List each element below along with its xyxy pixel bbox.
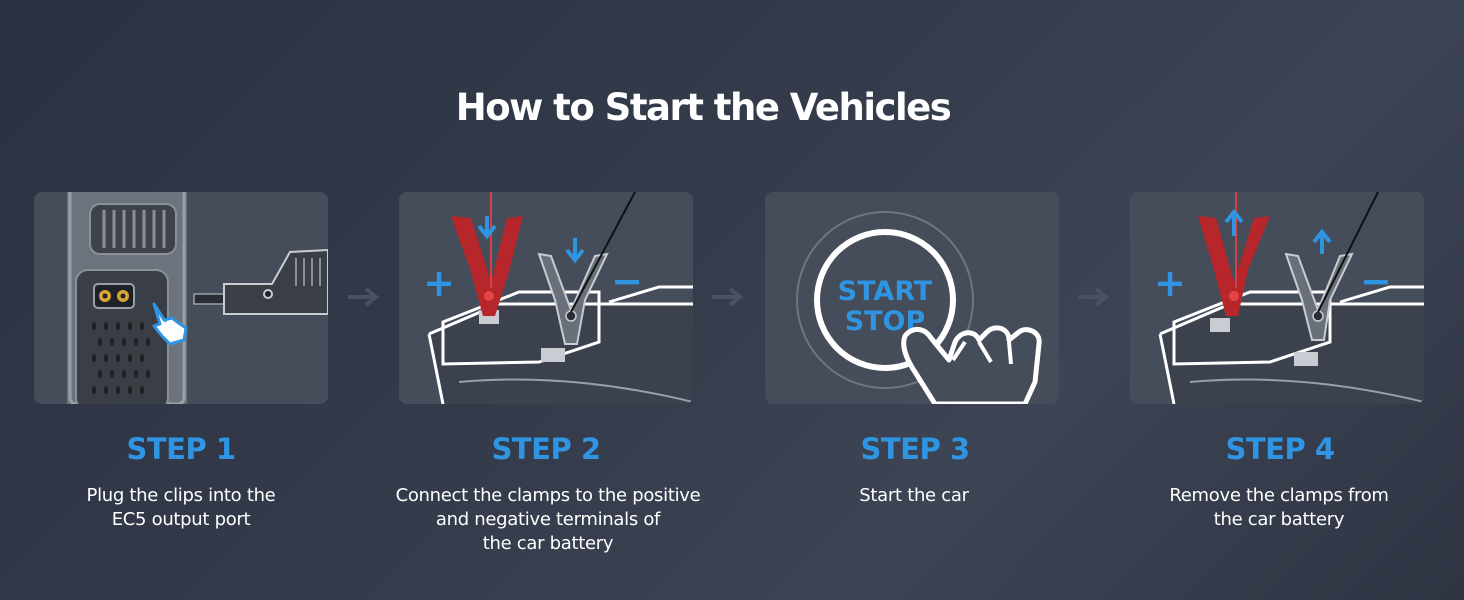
step-2-line: the car battery [482, 533, 614, 554]
step-1-title: STEP 1 [126, 432, 236, 466]
start-label: START [838, 276, 933, 307]
minus-sign: − [611, 259, 643, 303]
step-4-line: the car battery [1213, 509, 1345, 530]
step-1-illustration [34, 192, 328, 404]
step-4-description: Remove the clamps from the car battery [1099, 484, 1459, 532]
page-title: How to Start the Vehicles [455, 86, 952, 129]
plus-sign: + [423, 261, 455, 305]
step-1-line: Plug the clips into the [86, 485, 276, 506]
minus-sign: − [1360, 259, 1392, 303]
step-4-illustration: + − [1130, 192, 1424, 404]
arrow-right-icon [348, 287, 380, 307]
step-2-illustration: + − [399, 192, 693, 404]
step-3-description: Start the car [734, 484, 1094, 508]
step-1-line: EC5 output port [111, 509, 251, 530]
arrow-right-icon [1078, 287, 1110, 307]
step-2-line: Connect the clamps to the positive [395, 485, 701, 506]
arrow-right-icon [712, 287, 744, 307]
step-2-line: and negative terminals of [435, 509, 661, 530]
step-2-title: STEP 2 [491, 432, 601, 466]
step-3-title: STEP 3 [860, 432, 970, 466]
plus-sign: + [1154, 261, 1186, 305]
step-4-title: STEP 4 [1225, 432, 1335, 466]
step-3-illustration: START STOP [765, 192, 1059, 404]
step-3-line: Start the car [859, 485, 969, 506]
step-1-description: Plug the clips into the EC5 output port [1, 484, 361, 532]
step-2-description: Connect the clamps to the positive and n… [368, 484, 728, 556]
step-4-line: Remove the clamps from [1169, 485, 1389, 506]
hand-press-icon [901, 325, 1042, 404]
